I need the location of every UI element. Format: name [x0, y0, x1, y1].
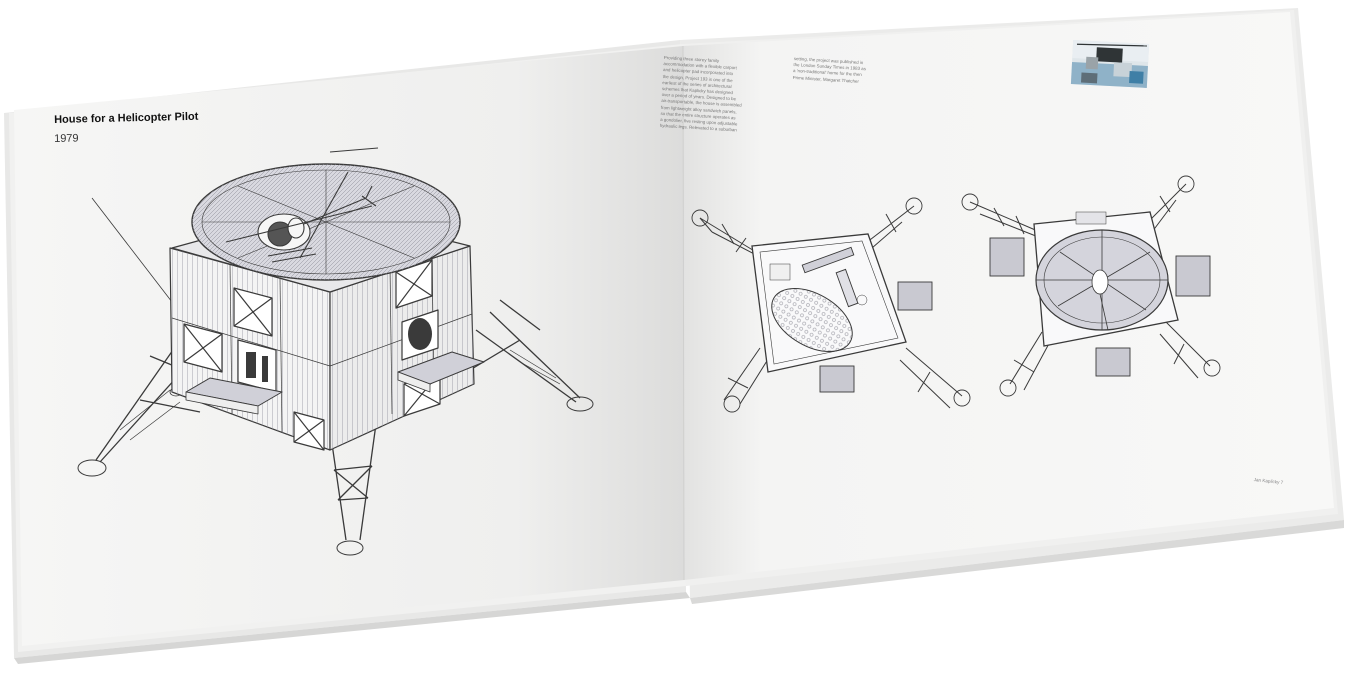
floor-plan-drawing — [691, 197, 971, 413]
right-page — [683, 12, 1334, 580]
gutter-line — [682, 45, 685, 581]
roof-plan-drawing — [961, 175, 1221, 397]
helicopter-photo — [1070, 40, 1150, 88]
body-text-column-2: setting, the project was published in th… — [792, 56, 867, 84]
helicopter-house-drawing — [77, 147, 594, 556]
body-text-column-1: Providing three storey family accommodat… — [659, 55, 742, 133]
project-year: 1979 — [54, 132, 79, 145]
